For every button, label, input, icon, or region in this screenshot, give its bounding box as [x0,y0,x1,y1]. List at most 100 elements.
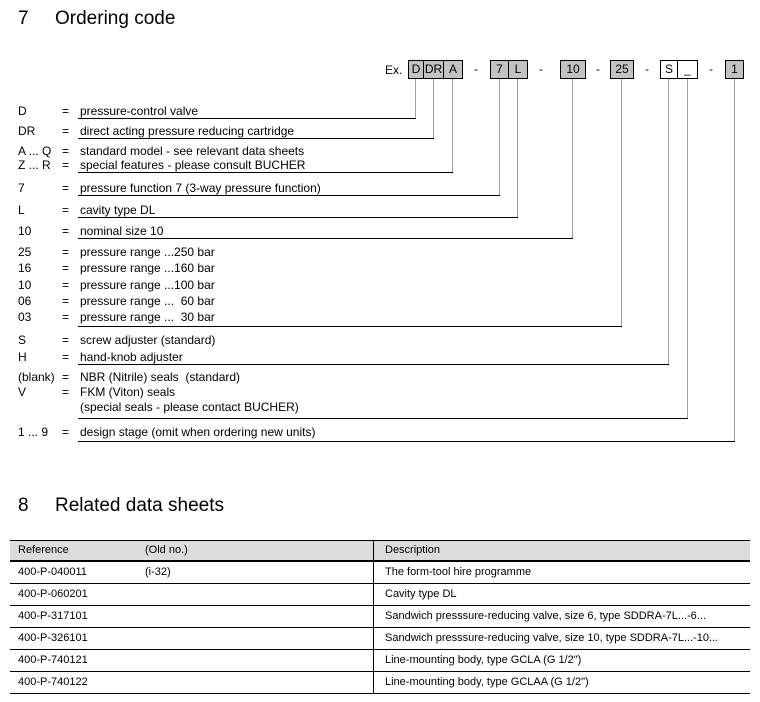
table-cell-description: Cavity type DL [385,588,457,600]
ordering-row: H = hand-knob adjuster [0,350,760,364]
ordering-row: DR = direct acting pressure reducing car… [0,124,760,138]
table-row: 400-P-060201 Cavity type DL [10,584,750,606]
section8-number: 8 [18,495,29,516]
table-cell-reference: 400-P-040011 [18,566,87,578]
table-header-old-no: (Old no.) [145,544,188,556]
example-label: Ex. [385,63,403,77]
connector-line-7 [499,79,500,195]
table-column-divider [373,540,374,694]
connector-underline [78,441,735,442]
connector-underline [78,172,453,173]
code-description: design stage (omit when ordering new uni… [80,425,316,439]
table-row: 400-P-326101 Sandwich presssure-reducing… [10,628,750,650]
equals-sign: = [62,224,70,238]
table-row: 400-P-740121 Line-mounting body, type GC… [10,650,750,672]
table-cell-reference: 400-P-740121 [18,654,88,666]
equals-sign: = [62,124,70,138]
section8-title: Related data sheets [55,495,225,516]
code-description: (special seals - please contact BUCHER) [80,400,299,414]
table-cell-description: Line-mounting body, type GCLAA (G 1/2") [385,676,589,688]
equals-sign: = [62,385,70,399]
equals-sign: = [62,278,70,292]
code-separator: - [474,62,478,76]
equals-sign: = [62,144,70,158]
code-description: screw adjuster (standard) [80,333,216,347]
code-box-l: L [508,60,528,79]
code-description: pressure range ...160 bar [80,261,215,275]
connector-underline [78,217,518,218]
ordering-row: Z ... R = special features - please cons… [0,158,760,172]
table-header-description: Description [385,544,441,556]
connector-line-1 [734,79,735,441]
code-label: 03 [18,310,32,324]
ordering-row: 10 = nominal size 10 [0,224,760,238]
table-cell-reference: 400-P-740122 [18,676,88,688]
equals-sign: = [62,104,70,118]
code-label: Z ... R [18,158,51,172]
code-description: pressure range ... 60 bar [80,294,215,308]
code-description: NBR (Nitrile) seals (standard) [80,370,241,384]
connector-underline [78,138,434,139]
code-box-d: D [408,60,424,79]
code-description: pressure range ...250 bar [80,245,215,259]
ordering-row: 06 = pressure range ... 60 bar [0,294,760,308]
code-label: S [18,333,27,347]
code-label: 10 [18,278,32,292]
connector-underline [78,364,669,365]
code-label: V [18,385,27,399]
code-label: A ... Q [18,144,52,158]
equals-sign: = [62,350,70,364]
code-label: 16 [18,261,32,275]
code-description: cavity type DL [80,203,156,217]
code-label: D [18,104,27,118]
equals-sign: = [62,158,70,172]
ordering-row: 1 ... 9 = design stage (omit when orderi… [0,425,760,439]
code-description: special features - please consult BUCHER [80,158,306,172]
ordering-row: 10 = pressure range ...100 bar [0,278,760,292]
ordering-row: (blank) = NBR (Nitrile) seals (standard) [0,370,760,384]
code-box-1: 1 [725,60,744,79]
code-label: 10 [18,224,32,238]
equals-sign: = [62,370,70,384]
code-label: 7 [18,181,25,195]
code-description: hand-knob adjuster [80,350,183,364]
code-description: FKM (Viton) seals [80,385,176,399]
table-header-row: Reference (Old no.) Description [10,540,750,562]
code-separator: - [709,62,713,76]
code-description: standard model - see relevant data sheet… [80,144,305,158]
code-label: 1 ... 9 [18,425,49,439]
code-box-a: A [443,60,463,79]
code-separator: - [596,62,600,76]
section7-title: Ordering code [55,8,176,29]
connector-line-10 [572,79,573,238]
table-cell-description: The form-tool hire programme [385,566,532,578]
connector-line-l [517,79,518,217]
connector-underline [78,418,688,419]
code-label: DR [18,124,36,138]
code-description: pressure function 7 (3-way pressure func… [80,181,321,195]
code-label: L [18,203,25,217]
connector-line-dr [433,79,434,138]
equals-sign: = [62,245,70,259]
ordering-row: V = FKM (Viton) seals [0,385,760,399]
connector-underline [78,195,500,196]
ordering-row: 16 = pressure range ...160 bar [0,261,760,275]
code-label: 25 [18,245,32,259]
ordering-row: D = pressure-control valve [0,104,760,118]
equals-sign: = [62,181,70,195]
table-cell-description: Line-mounting body, type GCLA (G 1/2") [385,654,582,666]
code-box-blank: _ [677,60,698,79]
equals-sign: = [62,310,70,324]
code-box-s: S [660,60,678,79]
code-separator: - [539,62,543,76]
table-cell-description: Sandwich presssure-reducing valve, size … [385,632,719,644]
section7-number: 7 [18,8,29,29]
code-box-10: 10 [560,60,586,79]
connector-underline [78,326,622,327]
table-header-reference: Reference [18,544,69,556]
table-cell-description: Sandwich presssure-reducing valve, size … [385,610,706,622]
table-row: 400-P-040011 (i-32) The form-tool hire p… [10,562,750,584]
connector-line-25 [621,79,622,326]
equals-sign: = [62,333,70,347]
